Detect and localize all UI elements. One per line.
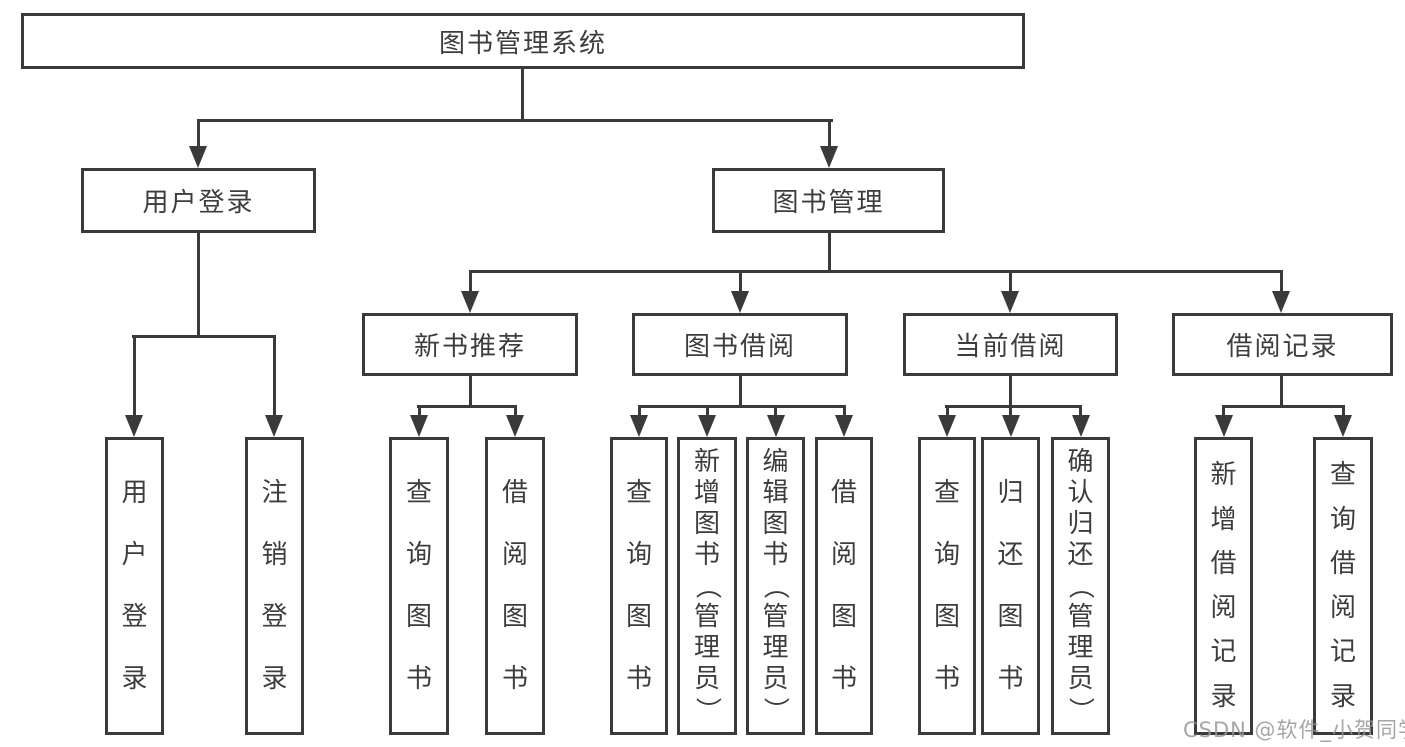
- connector-line: [843, 405, 846, 417]
- node-new-book-recommend: 新书推荐: [362, 313, 578, 376]
- leaf-query-books-current: 查询图书: [918, 437, 976, 735]
- arrow-down-icon: [698, 415, 716, 437]
- arrow-down-icon: [767, 415, 785, 437]
- connector-line: [1342, 405, 1345, 417]
- node-borrow-records-label: 借阅记录: [1226, 332, 1339, 362]
- connector-line: [1009, 376, 1012, 406]
- connector-line: [417, 405, 516, 408]
- connector-line: [1280, 376, 1283, 406]
- leaf-query-books-recommend-label: 查询图书: [405, 478, 432, 694]
- leaf-user-login: 用户登录: [105, 437, 164, 735]
- arrow-down-icon: [1002, 415, 1020, 437]
- connector-line: [638, 405, 641, 417]
- node-root: 图书管理系统: [21, 13, 1025, 69]
- connector-line: [133, 338, 136, 417]
- arrow-down-icon: [1272, 291, 1290, 313]
- watermark: CSDN @软件_小贺同学: [1183, 718, 1405, 742]
- connector-line: [132, 335, 276, 338]
- arrow-down-icon: [1072, 415, 1090, 437]
- leaf-add-borrow-record: 新增借阅记录: [1194, 437, 1253, 735]
- connector-line: [1009, 405, 1012, 417]
- node-book-borrow: 图书借阅: [632, 313, 848, 376]
- leaf-edit-book-admin: 编辑图书（管理员）: [746, 437, 805, 735]
- node-current-borrow: 当前借阅: [903, 313, 1118, 376]
- node-current-borrow-label: 当前借阅: [954, 332, 1067, 362]
- connector-line: [706, 405, 709, 417]
- leaf-add-borrow-record-label: 新增借阅记录: [1210, 460, 1237, 712]
- connector-line: [739, 273, 742, 291]
- connector-line: [1009, 273, 1012, 291]
- arrow-down-icon: [1334, 415, 1352, 437]
- connector-line: [418, 405, 421, 417]
- connector-line: [739, 376, 742, 406]
- connector-line: [638, 405, 846, 408]
- leaf-user-login-label: 用户登录: [121, 478, 148, 694]
- leaf-logout-label: 注销登录: [261, 478, 288, 694]
- connector-line: [828, 233, 831, 271]
- leaf-borrow-books-recommend-label: 借阅图书: [501, 478, 528, 694]
- arrow-down-icon: [630, 415, 648, 437]
- connector-line: [514, 405, 517, 417]
- connector-line: [469, 270, 1283, 273]
- leaf-add-book-admin: 新增图书（管理员）: [677, 437, 737, 735]
- arrow-down-icon: [461, 291, 479, 313]
- leaf-return-book-label: 归还图书: [997, 478, 1024, 694]
- leaf-borrow-books-2: 借阅图书: [815, 437, 873, 735]
- connector-line: [197, 122, 200, 148]
- arrow-down-icon: [189, 146, 207, 168]
- leaf-add-book-admin-label: 新增图书（管理员）: [691, 447, 722, 724]
- connector-line: [1222, 405, 1345, 408]
- connector-line: [828, 122, 831, 148]
- leaf-query-borrow-record: 查询借阅记录: [1313, 437, 1373, 735]
- arrow-down-icon: [1001, 291, 1019, 313]
- arrow-down-icon: [410, 415, 428, 437]
- arrow-down-icon: [835, 415, 853, 437]
- connector-line: [273, 338, 276, 417]
- connector-line: [945, 405, 1082, 408]
- leaf-borrow-books-recommend: 借阅图书: [485, 437, 545, 735]
- leaf-query-books-borrow: 查询图书: [610, 437, 668, 735]
- connector-line: [1280, 273, 1283, 291]
- connector-line: [197, 119, 833, 122]
- arrow-down-icon: [820, 146, 838, 168]
- node-book-management-label: 图书管理: [772, 188, 885, 218]
- connector-line: [1079, 405, 1082, 417]
- connector-line: [946, 405, 949, 417]
- connector-line: [521, 69, 524, 119]
- node-book-management: 图书管理: [712, 168, 945, 233]
- connector-line: [197, 233, 200, 336]
- leaf-query-books-recommend: 查询图书: [389, 437, 449, 735]
- node-borrow-records: 借阅记录: [1172, 313, 1393, 376]
- leaf-borrow-books-2-label: 借阅图书: [830, 478, 857, 694]
- node-root-label: 图书管理系统: [438, 28, 607, 59]
- arrow-down-icon: [731, 291, 749, 313]
- node-user-login: 用户登录: [81, 168, 316, 233]
- connector-line: [1222, 405, 1225, 417]
- connector-line: [469, 376, 472, 406]
- arrow-down-icon: [938, 415, 956, 437]
- leaf-query-books-current-label: 查询图书: [933, 478, 960, 694]
- leaf-confirm-return-admin-label: 确认归还（管理员）: [1065, 447, 1096, 724]
- leaf-query-books-borrow-label: 查询图书: [625, 478, 652, 694]
- leaf-confirm-return-admin: 确认归还（管理员）: [1051, 437, 1110, 735]
- arrow-down-icon: [265, 415, 283, 437]
- node-new-book-recommend-label: 新书推荐: [413, 332, 526, 362]
- leaf-query-borrow-record-label: 查询借阅记录: [1329, 460, 1356, 712]
- arrow-down-icon: [1215, 415, 1233, 437]
- leaf-logout: 注销登录: [245, 437, 304, 735]
- leaf-edit-book-admin-label: 编辑图书（管理员）: [760, 447, 791, 724]
- leaf-return-book: 归还图书: [981, 437, 1040, 735]
- connector-line: [774, 405, 777, 417]
- arrow-down-icon: [506, 415, 524, 437]
- node-user-login-label: 用户登录: [142, 188, 255, 218]
- connector-line: [469, 273, 472, 291]
- node-book-borrow-label: 图书借阅: [683, 332, 796, 362]
- arrow-down-icon: [125, 415, 143, 437]
